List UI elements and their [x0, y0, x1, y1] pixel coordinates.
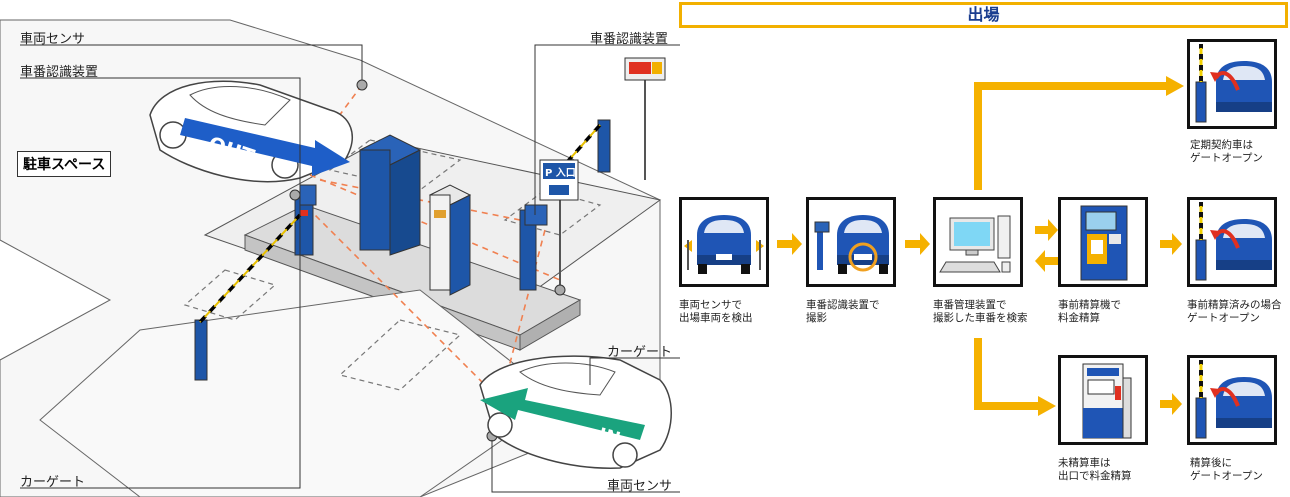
camera-car-icon [814, 215, 889, 274]
flow-title: 出場 [679, 2, 1288, 28]
entrance-sign: P 入口 [539, 159, 579, 285]
label-vehicle-sensor-top: 車両センサ [20, 32, 86, 47]
exit-payment-machine-icon [1082, 363, 1132, 439]
step-unpaid-box [1058, 355, 1148, 445]
step-detect-caption: 車両センサで出場車両を検出 [679, 299, 753, 324]
step-detect-box [679, 197, 769, 287]
gate-bar-left [194, 213, 302, 381]
step-open-after-box [1187, 355, 1277, 445]
step-open-contract-box [1187, 39, 1277, 129]
step-capture-caption: 車番認識装置で撮影 [806, 299, 880, 324]
prepay-machine-icon [1080, 205, 1128, 281]
plate-reader-device [519, 204, 548, 291]
label-vehicle-sensor-bottom: 車両センサ [607, 479, 673, 494]
prepay-machine [358, 134, 422, 256]
parking-illustration: OUT P 入口 [0, 19, 680, 497]
computer-icon [939, 215, 1011, 273]
step-open-prepaid-caption: 事前精算済みの場合ゲートオープン [1187, 299, 1282, 324]
car-out: OUT [149, 80, 353, 183]
step-unpaid-caption: 未精算車は出口で料金精算 [1058, 457, 1132, 482]
gate-open-icon [1195, 202, 1272, 281]
label-parking-space: 駐車スペース [17, 151, 112, 177]
label-plate-reader-left: 車番認識装置 [20, 65, 99, 80]
gate-open-icon [1195, 44, 1272, 123]
payment-machine [428, 184, 472, 296]
leader-lines [20, 44, 680, 493]
car-front-icon [682, 200, 766, 284]
label-car-gate-right: カーゲート [607, 345, 673, 360]
gate-open-icon [1195, 360, 1272, 439]
svg-text:P 入口: P 入口 [545, 167, 576, 179]
sensor-right [554, 284, 566, 296]
step-open-prepaid-box [1187, 197, 1277, 287]
parking-bays [183, 139, 602, 391]
label-car-gate-bottom: カーゲート [20, 475, 86, 490]
camera-pole [624, 57, 666, 180]
step-prepay-box [1058, 197, 1148, 287]
label-plate-reader-right: 車番認識装置 [590, 32, 669, 47]
step-search-box [933, 197, 1023, 287]
step-search-caption: 車番管理装置で撮影した車番を検索 [933, 299, 1028, 324]
step-capture-box [806, 197, 896, 287]
step-open-after-caption: 精算後にゲートオープン [1190, 457, 1263, 482]
step-prepay-caption: 事前精算機で料金精算 [1058, 299, 1121, 324]
step-open-contract-caption: 定期契約車はゲートオープン [1190, 139, 1263, 164]
island-side-2 [519, 299, 581, 351]
car-in: IN [479, 355, 672, 469]
